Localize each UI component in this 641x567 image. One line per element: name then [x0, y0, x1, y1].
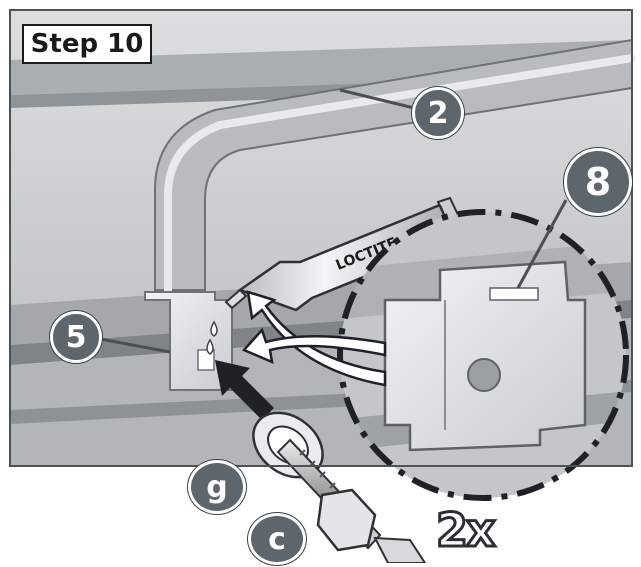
step-title: Step 10: [22, 24, 152, 64]
detail-magnifier: [337, 199, 629, 501]
callout-part-8: 8: [564, 148, 632, 216]
callout-part-5: 5: [50, 311, 102, 363]
curved-arrow-icon: [241, 290, 387, 387]
insert-arrow-icon: [215, 360, 274, 420]
nut-icon: [316, 488, 427, 564]
callout-part-g: g: [188, 460, 246, 514]
callout-part-2: 2: [412, 87, 464, 139]
quantity-label: 2x: [435, 502, 498, 559]
callout-part-c: c: [248, 513, 306, 565]
glue-drops: [206, 320, 218, 355]
scene-border: [9, 9, 633, 467]
